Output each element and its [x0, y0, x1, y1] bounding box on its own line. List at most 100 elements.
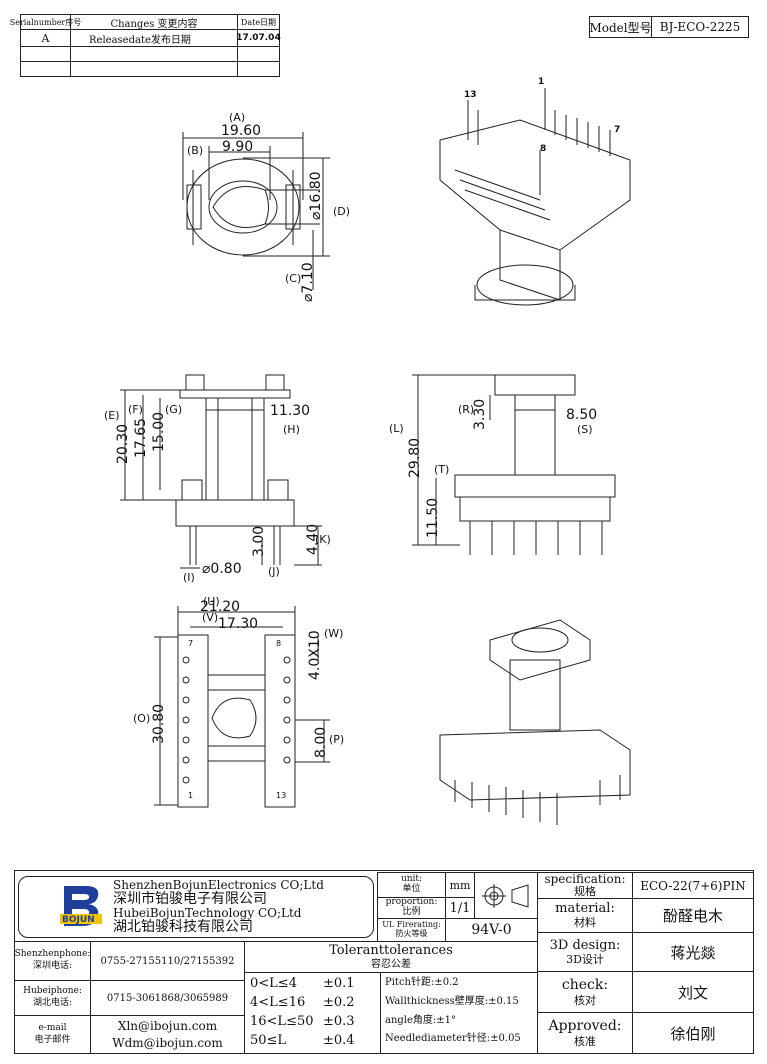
- hb-phone-label-cell: Hubeiphone: 湖北电话:: [14, 980, 91, 1016]
- hb-phone-cn: 湖北电话:: [32, 998, 73, 1008]
- dim-value-u: 21.20: [200, 599, 241, 615]
- dim-value-e: 20.30: [115, 423, 131, 464]
- dim-label-o: (O): [133, 712, 151, 725]
- design-label: 3D design:: [549, 937, 621, 953]
- dim-value-o: 30.80: [151, 703, 167, 744]
- approved-label: Approved:: [548, 1018, 622, 1034]
- dim-label-i: (I): [183, 571, 195, 584]
- dim-label-e: (E): [104, 409, 120, 422]
- tol-range-2: 4<L≤16: [250, 995, 306, 1010]
- dim-value-s: 8.50: [566, 407, 598, 423]
- ul-label-cell: UL Firerating: 防火等级: [377, 918, 446, 942]
- email-2[interactable]: Wdm@ibojun.com: [112, 1035, 223, 1050]
- check-value: 刘文: [632, 971, 754, 1013]
- model-value: BJ-ECO-2225: [651, 16, 749, 38]
- iso-pin-7: 7: [614, 125, 621, 135]
- dim-label-v: (V): [202, 611, 219, 624]
- email-1[interactable]: Xln@ibojun.com: [117, 1018, 218, 1033]
- email-value-cell: Xln@ibojun.com Wdm@ibojun.com: [90, 1015, 245, 1054]
- iso-pin-1: 1: [538, 77, 545, 87]
- email-label-cell: e-mail 电子邮件: [14, 1015, 91, 1054]
- company-frame: [18, 876, 374, 938]
- proportion-value: 1/1: [445, 897, 475, 919]
- proportion-label: proportion:: [385, 897, 438, 908]
- logo-text: BOJUN: [62, 915, 95, 925]
- iso-pin-13: 13: [464, 90, 477, 100]
- dim-label-d: (D): [333, 205, 351, 218]
- spec-label-cell: specification: 规格: [537, 872, 633, 899]
- spec-label: specification:: [544, 872, 626, 887]
- company-cn-1: 深圳市铂骏电子有限公司: [113, 891, 267, 907]
- dim-value-l: 29.80: [407, 437, 423, 478]
- tol-range-4: 50≤L: [250, 1033, 287, 1048]
- check-label-cell: check: 核对: [537, 971, 633, 1013]
- approved-value: 徐伯刚: [632, 1012, 754, 1054]
- unit-value: mm: [445, 872, 475, 898]
- hb-phone-value: 0715-3061868/3065989: [90, 980, 245, 1016]
- ul-value: 94V-0: [445, 918, 538, 942]
- wall-tolerance: Wallthickness壁厚度:±0.15: [385, 996, 519, 1007]
- unit-label-cell: unit: 单位: [377, 872, 446, 898]
- approved-label-cell: Approved: 核准: [537, 1012, 633, 1054]
- dim-label-k: (K): [315, 533, 331, 546]
- tol-range-3: 16<L≤50: [250, 1014, 314, 1029]
- rev-date-empty: [237, 61, 280, 77]
- tolerance-cn: 容忍公差: [371, 958, 411, 970]
- spec-cn: 规格: [574, 885, 596, 899]
- sz-phone-value: 0755-27155110/27155392: [90, 941, 245, 981]
- dim-label-u: (U): [203, 595, 220, 608]
- angle-tolerance: angle角度:±1°: [385, 1015, 457, 1026]
- isometric-view-top: [439, 88, 631, 306]
- material-label: material:: [555, 901, 615, 917]
- dim-value-v: 17.30: [218, 616, 259, 632]
- projection-symbol: [474, 872, 538, 919]
- unit-label: unit:: [400, 874, 423, 885]
- dim-label-h: (H): [283, 423, 300, 436]
- dim-value-f: 17.65: [133, 417, 149, 458]
- dim-value-j: 3.00: [251, 525, 267, 557]
- dim-value-c: ⌀7.10: [300, 262, 316, 302]
- bottom-pin-1: 1: [188, 791, 194, 800]
- dim-value-d: ⌀16.80: [308, 171, 324, 220]
- sz-phone-label-cell: Shenzhenphone: 深圳电话:: [14, 941, 91, 981]
- sz-phone-cn: 深圳电话:: [32, 961, 73, 971]
- design-value: 蒋光燚: [632, 932, 754, 972]
- email-cn: 电子邮件: [34, 1034, 71, 1045]
- dim-value-t: 11.50: [425, 497, 441, 538]
- dim-value-r: 3.30: [472, 398, 488, 430]
- dim-label-l: (L): [389, 422, 404, 435]
- dim-label-j: (J): [268, 565, 280, 578]
- check-cn: 核对: [574, 993, 596, 1007]
- bottom-pin-13: 13: [276, 791, 287, 800]
- dim-value-h: 11.30: [270, 403, 311, 419]
- material-label-cell: material: 材料: [537, 898, 633, 933]
- tol-range-1: 0<L≤4: [250, 976, 297, 991]
- dim-label-f: (F): [128, 403, 143, 416]
- proportion-label-cell: proportion: 比例: [377, 897, 446, 919]
- tol-value-4: ±0.4: [323, 1033, 355, 1048]
- dim-label-a: (A): [229, 111, 246, 124]
- dim-value-g: 15.00: [151, 411, 167, 452]
- iso-pin-8: 8: [540, 144, 547, 154]
- company-logo: [60, 884, 102, 928]
- hb-phone-label: Hubeiphone:: [23, 986, 82, 997]
- dim-value-w: 4.0X10: [307, 630, 323, 680]
- company-en-1: ShenzhenBojunElectronics CO;Ltd: [113, 878, 324, 892]
- company-cn-2: 湖北铂骏科技有限公司: [113, 919, 253, 935]
- dim-label-t: (T): [434, 463, 450, 476]
- approved-cn: 核准: [574, 1034, 596, 1048]
- ul-cn: 防火等级: [395, 929, 428, 938]
- tol-value-3: ±0.3: [323, 1014, 355, 1029]
- bottom-view-bobbin: [177, 634, 296, 808]
- tolerance-title: Toleranttolerances: [329, 943, 453, 959]
- sz-phone-label: Shenzhenphone:: [14, 949, 91, 960]
- dim-value-i: ⌀0.80: [202, 561, 242, 577]
- isometric-view-bottom: [439, 619, 631, 825]
- dim-label-c: (C): [285, 272, 302, 285]
- dim-label-b: (B): [187, 144, 204, 157]
- tolerance-title-cell: Toleranttolerances 容忍公差: [244, 941, 538, 973]
- ul-label: UL Firerating:: [382, 920, 441, 930]
- spec-value: ECO-22(7+6)PIN: [632, 872, 754, 899]
- side-view-bobbin: [175, 374, 295, 565]
- email-label: e-mail: [38, 1022, 67, 1033]
